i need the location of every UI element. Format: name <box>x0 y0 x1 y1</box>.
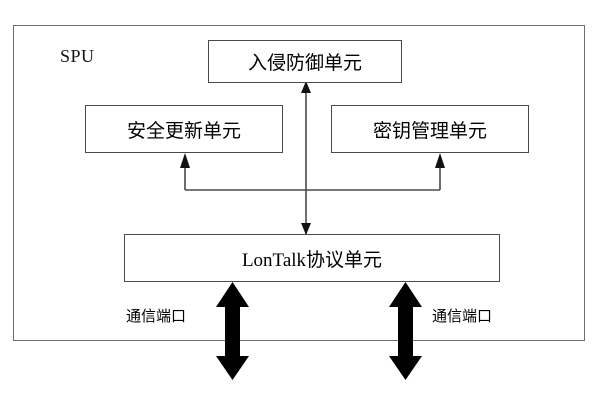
intrusion-prevention-unit-box[interactable]: 入侵防御单元 <box>208 40 402 83</box>
left-communication-port-label: 通信端口 <box>126 309 187 325</box>
key-management-unit-box[interactable]: 密钥管理单元 <box>331 105 529 153</box>
key-management-unit-label: 密钥管理单元 <box>372 120 487 142</box>
security-update-unit-label: 安全更新单元 <box>126 120 241 142</box>
lontalk-protocol-unit-box[interactable]: LonTalk协议单元 <box>124 234 500 282</box>
right-communication-port-label: 通信端口 <box>432 309 493 325</box>
intrusion-prevention-unit-label: 入侵防御单元 <box>247 53 362 74</box>
spu-label: SPU <box>60 46 95 66</box>
lontalk-protocol-unit-label: LonTalk协议单元 <box>241 249 383 271</box>
spu-boundary-frame <box>13 25 585 341</box>
security-update-unit-box[interactable]: 安全更新单元 <box>85 105 283 153</box>
